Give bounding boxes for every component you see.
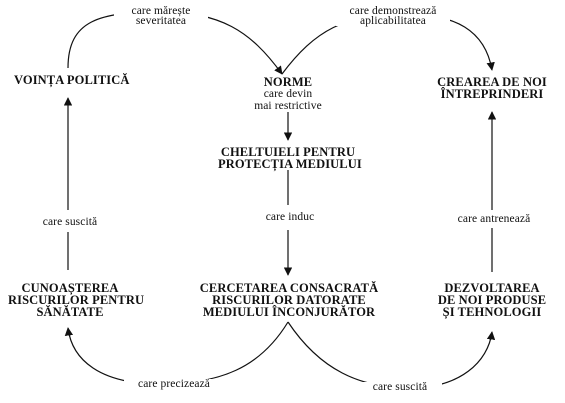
edge-label-induc: care induc xyxy=(256,211,324,223)
arc-cercetarea-to-cunoasterea xyxy=(64,321,289,385)
edge-label-precizeaza: care precizează xyxy=(124,378,224,390)
arc-cercetarea-to-dezvoltarea xyxy=(287,321,496,389)
node-vointa-politica: VOINȚA POLITICĂ xyxy=(14,73,130,87)
edge-label-demonstreaza-aplicabilitatea: care demonstrează aplicabilitatea xyxy=(336,5,450,27)
edge-label-suscita-bottom: care suscită xyxy=(358,381,442,393)
edge-label-antreneaza: care antrenează xyxy=(446,213,542,225)
node-dezvoltarea-produse-tehnologii: DEZVOLTAREA DE NOI PRODUSE ȘI TEHNOLOGII xyxy=(437,281,547,319)
node-cercetarea-consacrata: CERCETAREA CONSACRATĂ RISCURILOR DATORAT… xyxy=(199,281,379,319)
node-norme: NORME care devin mai restrictive xyxy=(254,75,322,112)
edge-label-suscita-left: care suscită xyxy=(30,216,110,228)
node-cheltuieli-protectia-mediului: CHELTUIELI PENTRU PROTECȚIA MEDIULUI xyxy=(218,145,362,171)
node-cunoasterea-riscurilor: CUNOAȘTEREA RISCURILOR PENTRU SĂNĂTATE xyxy=(8,281,145,319)
node-crearea-de-noi-intreprinderi: CREAREA DE NOI ÎNTREPRINDERI xyxy=(437,75,547,101)
edge-label-mareste-severitatea: care mărește severitatea xyxy=(114,5,208,27)
